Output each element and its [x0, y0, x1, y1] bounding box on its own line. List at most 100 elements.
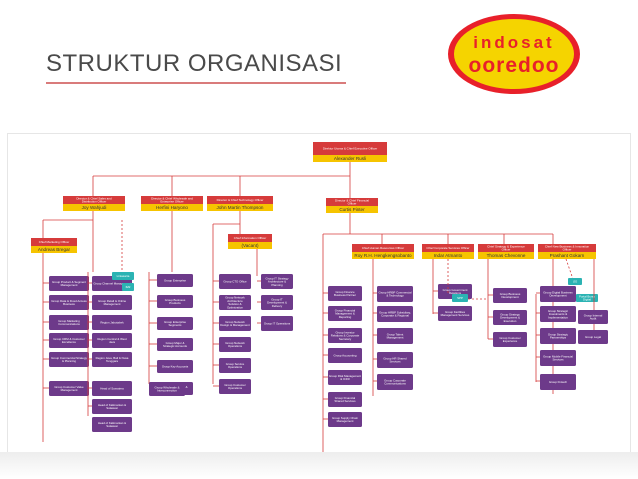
group-box-bg	[92, 399, 132, 414]
group-box-bg	[328, 392, 362, 407]
group-box-bg	[377, 374, 413, 390]
group-box: Group Risk Management& ICFR	[328, 370, 362, 385]
subsidiary-tag-bg	[576, 294, 598, 302]
officer-name-bg	[63, 204, 125, 211]
officer-title-bg	[207, 196, 273, 204]
group-box-bg	[149, 382, 185, 396]
officer-name: Indar Atmanto	[434, 253, 463, 258]
group-box-bg	[92, 417, 132, 432]
group-box-bg	[92, 295, 132, 310]
group-box-bg	[377, 286, 413, 302]
group-box-label: Group Accounting	[334, 354, 357, 358]
officer-title-bg	[228, 234, 272, 242]
group-box-bg	[493, 310, 527, 325]
group-box: Group Fintech	[540, 374, 576, 390]
group-box: Region Jabotabek	[92, 315, 132, 330]
officer-name: Thomas Chevonne	[487, 253, 526, 258]
group-box-bg	[261, 295, 293, 310]
group-box-bg	[49, 333, 89, 348]
group-box-label: Head of Kalimantan &Sulawesi	[98, 421, 126, 428]
group-box-bg	[49, 295, 89, 310]
group-box-bg	[540, 350, 576, 366]
logo-line1: indosat	[473, 33, 554, 52]
group-box-bg	[92, 381, 132, 396]
subsidiary-tag-label: IM2	[126, 285, 131, 289]
group-box-bg	[49, 315, 89, 330]
officer-title-bg	[422, 244, 474, 252]
officer-title-bg	[326, 198, 378, 206]
officer-name-bg	[228, 242, 272, 249]
group-box-label: Group Enterprise	[164, 279, 186, 283]
subsidiary-tag-bg	[452, 294, 468, 302]
director-technology-box: Director & Chief Technology OfficerJohn …	[207, 196, 273, 211]
officer-name: Roy R.H. Hengkengsobanto	[354, 253, 412, 258]
officer-name: Herfini Haryono	[156, 205, 188, 210]
group-box-label: Group IT Operations	[264, 322, 291, 326]
subsidiary-tag: Lintasarta	[112, 272, 134, 280]
subsidiary-tag: IJG	[568, 278, 582, 285]
group-box-bg	[578, 330, 608, 344]
officer-name-bg	[31, 246, 77, 253]
officer-name: Alexander Rusli	[334, 156, 366, 161]
officer-title-bg	[63, 196, 125, 204]
title-underline	[46, 82, 346, 84]
org-chart-frame: Direktur Utama & Chief Executive Officer…	[8, 134, 630, 452]
group-box-bg	[328, 370, 362, 385]
group-box-bg	[328, 328, 362, 343]
group-box-label: Group Legal	[585, 335, 601, 339]
officer-title-bg	[141, 196, 203, 204]
officer-name-bg	[313, 155, 387, 162]
group-box-label: Group Fintech	[549, 380, 568, 384]
group-box: Group Legal	[578, 330, 608, 344]
group-box-label: Group Channel Management	[93, 282, 130, 286]
officer-title: Chief Human Resources Officer	[362, 246, 404, 250]
subsidiary-tag-label: SPP	[457, 296, 463, 300]
officer-title-bg	[31, 238, 77, 246]
group-box: Group HRBP Commercial& Technology	[377, 286, 413, 302]
group-box-bg	[92, 352, 132, 367]
officer-title: Chief Corporate Services Officer	[426, 246, 469, 250]
officer-title-bg	[352, 244, 414, 252]
group-box-bg	[261, 274, 293, 289]
group-box-bg	[540, 328, 576, 344]
